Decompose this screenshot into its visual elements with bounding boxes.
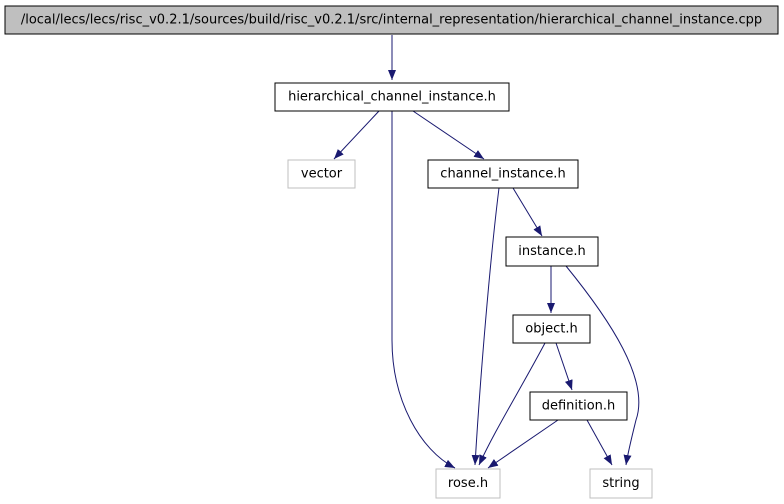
edge-definition-to-string <box>586 419 613 466</box>
edge-object-to-rose <box>478 342 546 466</box>
node-instance-h[interactable]: instance.h <box>505 236 599 267</box>
node-instance-h-label: instance.h <box>518 244 585 259</box>
edge-channel-instance-to-rose <box>471 187 500 466</box>
node-string-label: string <box>602 476 639 491</box>
node-channel-instance-h-label: channel_instance.h <box>440 167 565 182</box>
node-object-h-label: object.h <box>525 322 577 337</box>
node-vector: vector <box>287 159 356 189</box>
node-rose-h: rose.h <box>435 468 501 499</box>
node-definition-h-label: definition.h <box>542 399 616 414</box>
node-root-file[interactable]: /local/lecs/lecs/risc_v0.2.1/sources/bui… <box>4 5 779 35</box>
node-root-file-label: /local/lecs/lecs/risc_v0.2.1/sources/bui… <box>21 13 762 28</box>
edge-hierarchical-channel-instance-to-vector <box>333 110 380 160</box>
node-hierarchical-channel-instance-h[interactable]: hierarchical_channel_instance.h <box>274 82 510 112</box>
node-definition-h[interactable]: definition.h <box>529 391 628 421</box>
node-channel-instance-h[interactable]: channel_instance.h <box>427 159 579 189</box>
node-vector-label: vector <box>301 167 343 182</box>
edge-object-to-definition <box>555 342 573 391</box>
edge-hierarchical-channel-instance-to-rose <box>391 111 456 469</box>
node-rose-h-label: rose.h <box>448 476 488 491</box>
edge-channel-instance-to-instance <box>512 187 543 237</box>
edge-instance-to-string <box>565 265 640 466</box>
node-hierarchical-channel-instance-h-label: hierarchical_channel_instance.h <box>288 90 496 105</box>
node-string: string <box>589 468 653 499</box>
node-object-h[interactable]: object.h <box>512 314 591 344</box>
edge-hierarchical-channel-instance-to-channel-instance <box>412 110 485 160</box>
edge-definition-to-rose <box>487 419 559 469</box>
